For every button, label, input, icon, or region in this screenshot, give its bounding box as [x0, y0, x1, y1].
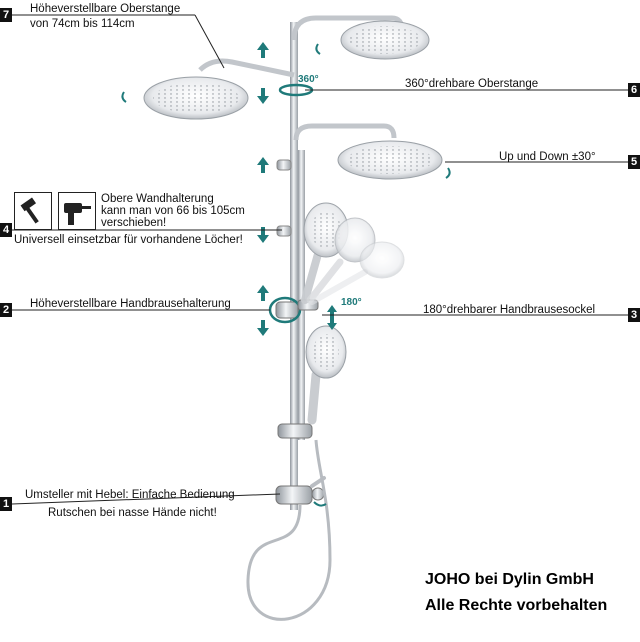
- diverter-body: [275, 485, 313, 505]
- hand-shower-lower: [305, 325, 347, 425]
- shower-hose: [246, 439, 332, 621]
- callout-6-badge: 6: [628, 83, 640, 97]
- callout-5-label: Up und Down ±30°: [499, 151, 596, 163]
- adjust-arrows: [257, 42, 337, 336]
- callout-4-line2: kann man von 66 bis 105cm: [101, 205, 245, 217]
- leader-lines: [11, 14, 630, 505]
- rotate-hints: [121, 43, 451, 507]
- callout-4-line1: Obere Wandhalterung: [101, 193, 214, 205]
- hand-shower-positions: [301, 202, 405, 305]
- drill-icon: [58, 192, 96, 230]
- callout-2-label: Höheverstellbare Handbrausehalterung: [30, 298, 231, 310]
- callout-4-line4: Universell einsetzbar für vorhandene Löc…: [14, 234, 243, 246]
- callout-4-badge: 4: [0, 223, 12, 237]
- hammer-icon: [14, 192, 52, 230]
- callout-7-badge: 7: [0, 8, 12, 22]
- hand-rod: [298, 150, 305, 440]
- wall-bracket-upper: [276, 159, 292, 171]
- callout-1-badge: 1: [0, 497, 12, 511]
- rotation-label-middle: 180°: [341, 297, 362, 308]
- rotation-label-top: 360°: [298, 74, 319, 85]
- callout-3-label: 180°drehbarer Handbrausesockel: [423, 304, 596, 316]
- callout-3-badge: 3: [628, 308, 640, 322]
- callout-1-line2: Rutschen bei nasse Hände nicht!: [48, 507, 217, 519]
- wall-bracket-lower: [276, 225, 292, 237]
- copyright-line2: Alle Rechte vorbehalten: [425, 597, 608, 614]
- rain-head-middle: [337, 140, 443, 180]
- callout-7-subtitle: von 74cm bis 114cm: [30, 18, 135, 30]
- hand-shower-holder: [275, 301, 299, 319]
- callout-5-badge: 5: [628, 155, 640, 169]
- callout-1-line1: Umsteller mit Hebel: Einfache Bedienung: [25, 489, 235, 501]
- overhead-arm-left: [198, 58, 295, 78]
- copyright-line1: JOHO bei Dylin GmbH: [425, 571, 594, 588]
- overhead-arm-middle: [293, 123, 397, 141]
- callout-4-line3: verschieben!: [101, 217, 167, 229]
- callout-7-title: Höheverstellbare Oberstange: [30, 3, 181, 15]
- main-rod: [290, 22, 298, 510]
- rain-head-left: [143, 76, 249, 120]
- callout-2-badge: 2: [0, 303, 12, 317]
- callout-6-label: 360°drehbare Oberstange: [405, 78, 539, 90]
- lower-holder: [277, 423, 313, 439]
- rain-head-top: [340, 20, 430, 60]
